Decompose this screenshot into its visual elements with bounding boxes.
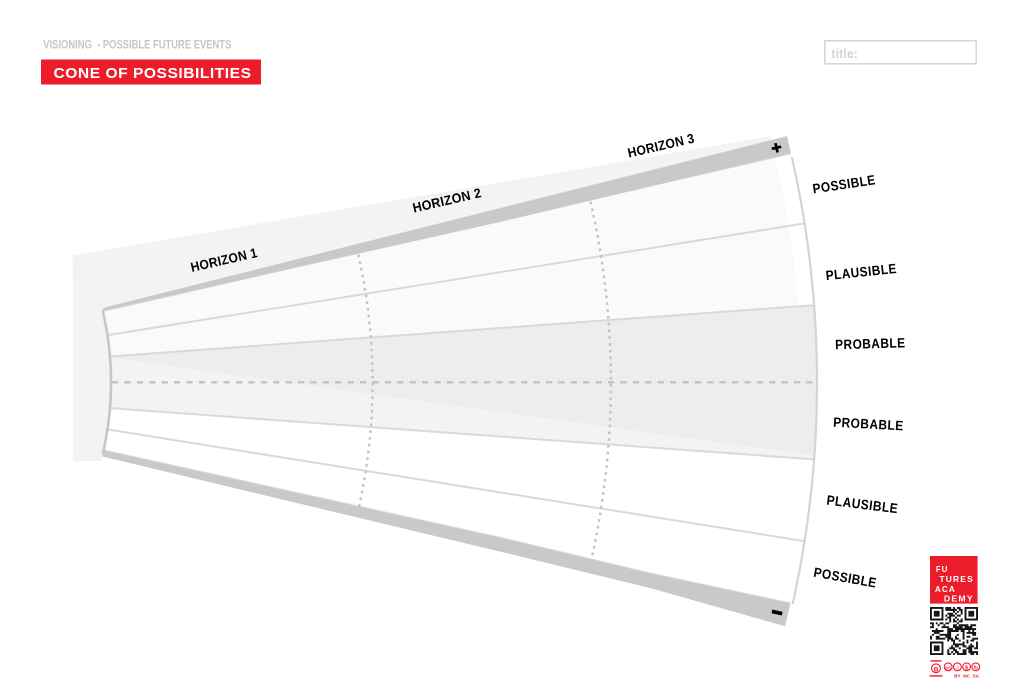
svg-text:PROBABLE: PROBABLE — [835, 335, 906, 352]
svg-text:ACA: ACA — [935, 584, 956, 594]
svg-text:cc: cc — [945, 665, 951, 671]
svg-text:$: $ — [965, 665, 969, 671]
svg-text:FU: FU — [936, 564, 949, 574]
svg-text:PROBABLE: PROBABLE — [833, 415, 904, 434]
svg-text:BY: BY — [954, 674, 960, 679]
svg-text:☺: ☺ — [955, 666, 961, 672]
svg-text:SA: SA — [973, 674, 980, 679]
svg-text:title:: title: — [832, 46, 859, 61]
svg-text:CONE OF POSSIBILITIES: CONE OF POSSIBILITIES — [54, 65, 252, 82]
svg-text:VISIONING - POSSIBLE FUTURE E: VISIONING - POSSIBLE FUTURE EVENTS — [43, 37, 231, 51]
svg-text:NC: NC — [963, 674, 970, 679]
svg-text:B: B — [934, 666, 939, 673]
svg-text:DEMY: DEMY — [944, 594, 974, 604]
svg-text:↻: ↻ — [973, 664, 978, 671]
svg-text:TURES: TURES — [939, 574, 974, 584]
svg-text:PLAUSIBLE: PLAUSIBLE — [825, 261, 898, 283]
